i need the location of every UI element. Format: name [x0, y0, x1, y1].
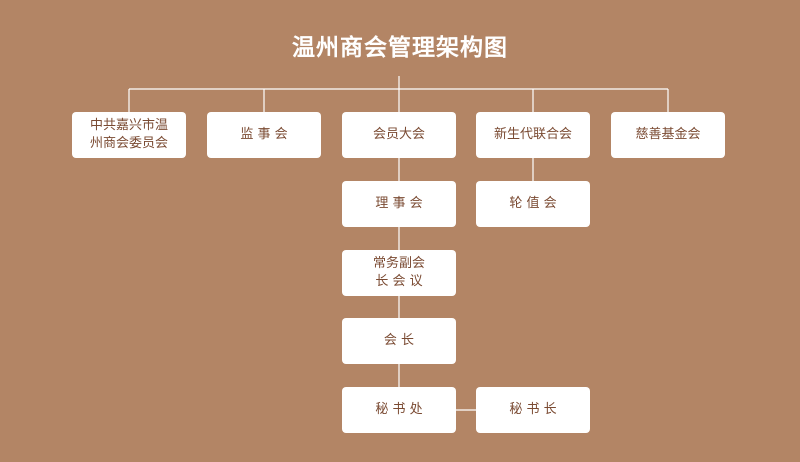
supervisory-board-box: 监 事 会 [207, 112, 321, 158]
secretariat-box: 秘 书 处 [342, 387, 456, 433]
new-gen-association-box: 新生代联合会 [476, 112, 590, 158]
council-box: 理 事 会 [342, 181, 456, 227]
executive-vice-president-meeting-box: 常务副会 长 会 议 [342, 250, 456, 296]
party-committee-box: 中共嘉兴市温 州商会委员会 [72, 112, 186, 158]
chart-title: 温州商会管理架构图 [292, 35, 508, 61]
president-box: 会 长 [342, 318, 456, 364]
charity-fund-box: 慈善基金会 [611, 112, 725, 158]
general-assembly-box: 会员大会 [342, 112, 456, 158]
secretary-general-box: 秘 书 长 [476, 387, 590, 433]
rotating-board-box: 轮 值 会 [476, 181, 590, 227]
